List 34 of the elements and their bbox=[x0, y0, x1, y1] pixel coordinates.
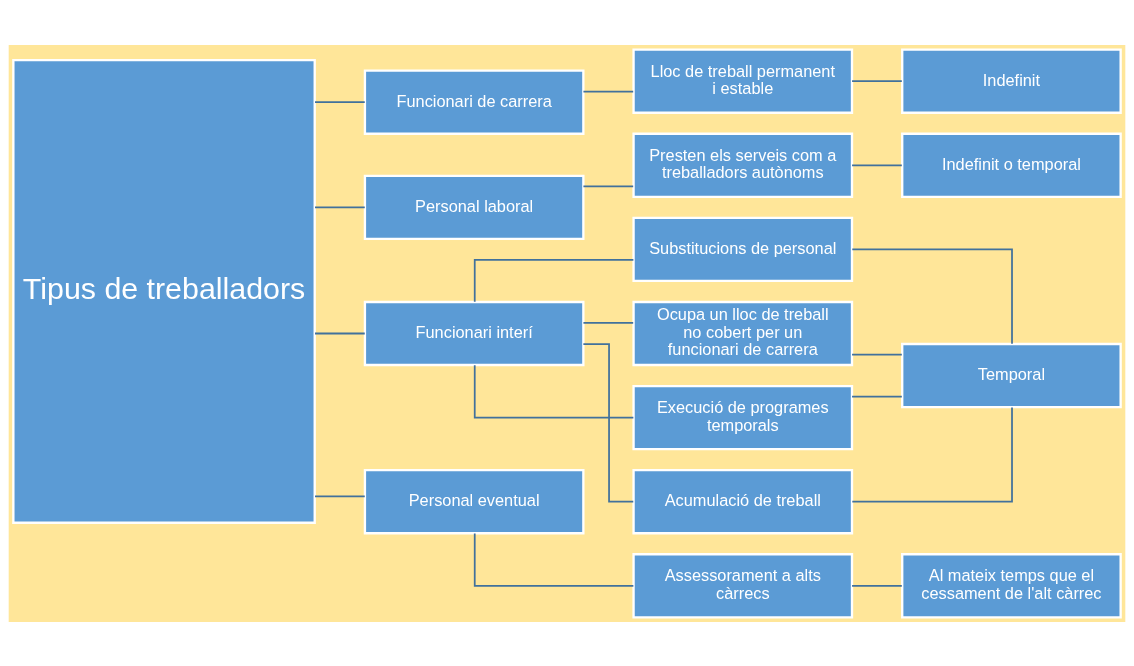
node-box: Lloc de treball permanent i estable bbox=[632, 48, 854, 114]
connector bbox=[851, 79, 903, 82]
node-box: Acumulació de treball bbox=[632, 468, 854, 534]
connector bbox=[314, 332, 366, 334]
node-box: Ocupa un lloc de treball no cobert per un funcionari de carrera bbox=[632, 300, 854, 366]
connector bbox=[851, 353, 903, 355]
node-box: Substitucions de personal bbox=[632, 216, 854, 282]
node-box: Personal eventual bbox=[363, 468, 585, 534]
node-box: Personal laboral bbox=[363, 174, 585, 240]
node-box: Presten els serveis com a treballadors autònoms bbox=[632, 132, 854, 198]
node-box: Indefinit o temporal bbox=[901, 132, 1122, 198]
node-box: Al mateix temps que el cessament de l'alt càrrec bbox=[901, 552, 1122, 618]
connector bbox=[473, 258, 635, 303]
connector bbox=[314, 100, 366, 103]
node-box: Assessorament a alts càrrecs bbox=[632, 552, 854, 618]
connector bbox=[851, 395, 903, 397]
node-box: Temporal bbox=[901, 342, 1122, 408]
node-box: Indefinit bbox=[901, 48, 1122, 114]
node-box: Funcionari interí bbox=[363, 300, 585, 366]
connector bbox=[314, 495, 366, 497]
connector bbox=[851, 406, 1013, 503]
connector bbox=[582, 321, 635, 324]
node-box: Tipus de treballadors bbox=[12, 58, 316, 524]
connector bbox=[851, 584, 903, 587]
connector bbox=[473, 532, 635, 587]
connector bbox=[473, 363, 635, 418]
connector bbox=[851, 163, 903, 166]
connector bbox=[851, 248, 1013, 345]
connector bbox=[582, 342, 635, 503]
connector bbox=[582, 90, 635, 93]
node-box: Funcionari de carrera bbox=[363, 69, 585, 135]
connector bbox=[582, 184, 635, 187]
connector bbox=[314, 205, 366, 208]
node-box: Execució de programes temporals bbox=[632, 384, 854, 450]
